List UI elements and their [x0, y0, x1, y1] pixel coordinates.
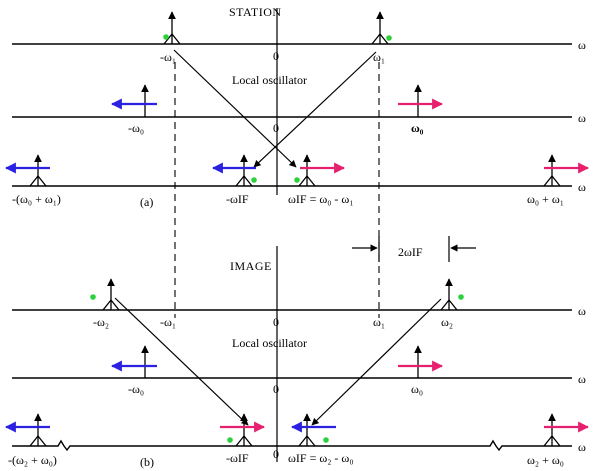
zero-label-a2: 0 [273, 121, 279, 135]
axis-b-output [12, 439, 572, 452]
image-title: IMAGE [230, 259, 272, 273]
tag-b: (b) [140, 455, 154, 469]
spike-out-if-pos-a [298, 154, 316, 187]
diag-arrow-b-pos-to-pos [311, 298, 442, 426]
omega-label-2: ω [578, 111, 586, 125]
spike-out-far-neg-b [29, 413, 47, 447]
zero-label-b3: 0 [273, 447, 279, 461]
station-neg-label-b: -ω₁ [160, 315, 176, 329]
spike-station-neg [163, 11, 181, 45]
spacing-label: 2ωIF [398, 245, 423, 259]
green-dot [90, 294, 96, 300]
zero-label-b1: 0 [273, 315, 279, 329]
out-far-pos-label-b: ω₂ + ω₀ [527, 453, 564, 467]
tag-a: (a) [140, 195, 153, 209]
omega-label-4: ω [578, 304, 586, 318]
spike-out-far-neg-a [29, 154, 47, 187]
diag-arrow-b-neg-to-neg [114, 297, 249, 426]
green-dot [163, 34, 169, 40]
lo-neg-label-a: -ω₀ [128, 121, 144, 135]
spike-station-pos [371, 11, 389, 45]
out-far-neg-label-b: -(ω₂ + ω₀) [8, 453, 57, 467]
translation-arrows [114, 49, 442, 426]
shift-arrows [4, 98, 590, 433]
out-if-pos-label-a: ωIF = ω₀ - ω₁ [288, 192, 354, 206]
out-far-neg-label-a: -(ω₀ + ω₁) [12, 192, 61, 206]
omega-label-1: ω [578, 38, 586, 52]
station-neg-label: -ω₁ [160, 50, 176, 64]
spike-image-pos [440, 278, 458, 311]
two-omega-if-indicator [352, 236, 476, 262]
lo-pos-label-b: ω₀ [411, 382, 423, 396]
station-pos-label-b: ω₁ [373, 315, 385, 329]
omega-label-3: ω [578, 180, 586, 194]
station-pos-label: ω₁ [373, 50, 385, 64]
lo-label-b: Local oscillator [232, 336, 307, 350]
diag-arrow-a-neg-to-pos [173, 49, 297, 168]
omega-label-5: ω [578, 372, 586, 386]
lo-pos-label-a: ω₀ [411, 121, 424, 135]
spike-out-if-pos-b [298, 413, 316, 447]
diag-arrow-a-pos-to-neg [253, 51, 377, 168]
out-if-neg-label-a: -ωIF [226, 192, 249, 206]
green-dot [294, 177, 300, 183]
green-dot [386, 35, 392, 41]
zero-label-b2: 0 [273, 382, 279, 396]
green-dots [90, 34, 464, 443]
out-if-pos-label-b: ωIF = ω₂ - ω₀ [288, 451, 354, 465]
spike-out-far-pos-b [543, 413, 561, 447]
green-dot [458, 294, 464, 300]
lo-label-a: Local oscillator [232, 73, 307, 87]
green-dot [323, 437, 329, 443]
out-far-pos-label-a: ω₀ + ω₁ [527, 192, 564, 206]
image-neg-label: -ω₂ [93, 315, 109, 329]
spike-image-neg [102, 278, 120, 311]
green-dot [227, 437, 233, 443]
green-dot [251, 177, 257, 183]
image-pos-label: ω₂ [441, 315, 453, 329]
out-if-neg-label-b: -ωIF [226, 451, 249, 465]
spike-out-far-pos-a [543, 154, 561, 187]
station-title: STATION [229, 5, 282, 19]
spike-out-if-neg-b [235, 413, 253, 447]
zero-label-a1: 0 [273, 49, 279, 63]
lo-neg-label-b: -ω₀ [128, 382, 144, 396]
omega-label-6: ω [578, 440, 586, 454]
spike-out-if-neg-a [235, 154, 253, 187]
